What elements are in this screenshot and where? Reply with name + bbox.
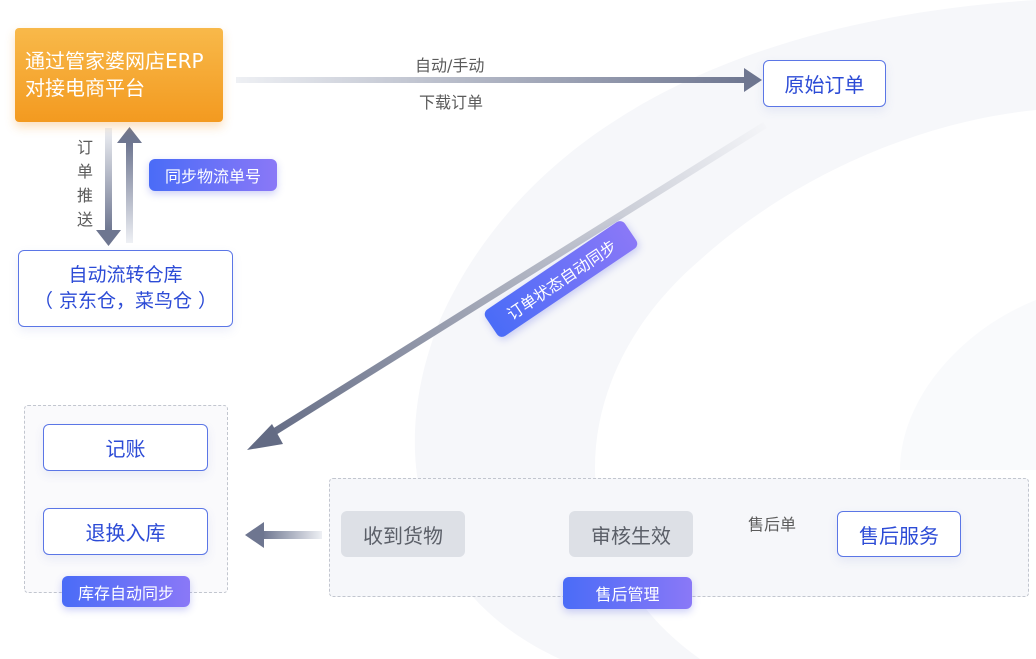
warehouse-line-2: （ 京东仓，菜鸟仓 ） [33,289,218,312]
order-push-char-3: 推 [76,186,93,205]
status-sync-arrow-shaft [264,122,767,440]
receive-goods-box[interactable]: 收到货物 [341,511,465,557]
order-push-char-4: 送 [76,210,93,229]
download-orders-label: 下载订单 [419,93,484,112]
erp-line-2: 对接电商平台 [25,76,145,100]
return-arrow-head [245,522,264,548]
order-push-char-2: 单 [76,162,93,181]
auto-warehouse-box[interactable]: 自动流转仓库 （ 京东仓，菜鸟仓 ） [18,250,233,327]
review-box[interactable]: 审核生效 [569,511,693,557]
logistics-sync-arrow-head [117,127,142,143]
after-sales-service-label: 售后服务 [859,523,939,548]
order-push-char-1: 订 [76,138,93,157]
return-exchange-box[interactable]: 退换入库 [43,508,208,555]
return-arrow-shaft [262,531,322,539]
download-mode-label: 自动/手动 [415,56,485,75]
after-sales-service-box[interactable]: 售后服务 [837,511,961,557]
warehouse-line-1: 自动流转仓库 [68,263,183,286]
order-push-arrow-head [96,230,121,246]
order-push-label: 订 单 推 送 [75,136,95,232]
sync-logistics-badge: 同步物流单号 [149,159,277,191]
after-sales-slip-label: 售后单 [748,515,797,534]
bookkeeping-label: 记账 [105,437,146,461]
download-arrow-shaft [236,77,748,83]
erp-line-1: 通过管家婆网店ERP [25,49,204,73]
order-push-arrow-shaft [105,128,112,231]
receive-goods-label: 收到货物 [363,523,443,548]
download-arrow-head [744,68,762,92]
background-swirl-inner [900,300,1036,470]
original-order-box[interactable]: 原始订单 [763,60,886,107]
bookkeeping-box[interactable]: 记账 [43,424,208,471]
review-label: 审核生效 [591,523,671,548]
logistics-sync-arrow-shaft [126,143,133,243]
erp-source-box[interactable]: 通过管家婆网店ERP 对接电商平台 [15,28,223,122]
status-sync-arrow-head [247,424,283,450]
return-exchange-label: 退换入库 [85,521,166,545]
after-sales-mgmt-badge: 售后管理 [563,577,692,609]
original-order-label: 原始订单 [784,73,865,97]
inventory-sync-badge: 库存自动同步 [62,576,190,607]
